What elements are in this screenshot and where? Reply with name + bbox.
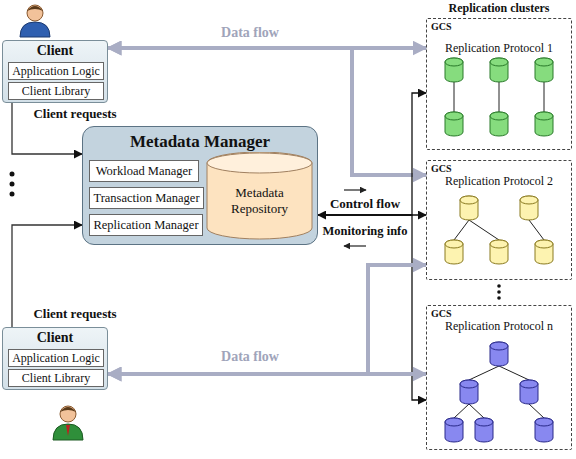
group-heading: Replication clusters [447, 1, 552, 16]
database-cylinder [490, 342, 508, 366]
protocol-label: Replication Protocol 1 [427, 41, 571, 56]
database-cylinder [475, 418, 493, 442]
database-cylinder [445, 58, 463, 82]
component-box: Workload Manager [89, 160, 199, 182]
database-cylinder [460, 380, 478, 404]
replica-link [529, 404, 544, 418]
gcs-label: GCS [431, 21, 452, 32]
replica-databases [445, 58, 553, 442]
replica-link [469, 404, 484, 418]
control-flow-arrow [318, 93, 426, 215]
database-cylinder [520, 196, 538, 220]
component-box: Application Logic [8, 349, 104, 367]
client-box: ClientApplication LogicClient Library [2, 327, 108, 390]
database-cylinder [460, 196, 478, 220]
database-cylinder [445, 240, 463, 264]
replica-link [499, 366, 529, 380]
component-box: Transaction Manager [89, 187, 204, 209]
database-cylinder [535, 418, 553, 442]
database-cylinder [445, 112, 463, 136]
user-icon [53, 406, 83, 440]
cluster-box: GCS Replication Protocol 1 [426, 18, 572, 150]
box-label: Application Logic [12, 64, 100, 79]
box-label: Application Logic [12, 351, 100, 366]
manager-box: Metadata ManagerWorkload ManagerTransact… [82, 126, 318, 245]
database-cylinder [520, 380, 538, 404]
user-icon [20, 5, 50, 37]
protocol-label: Replication Protocol n [427, 319, 571, 334]
database-cylinder [535, 58, 553, 82]
replica-link [469, 220, 499, 240]
component-box: Client Library [8, 82, 104, 100]
edge-label: Control flow [328, 196, 402, 212]
box-title: Client [3, 43, 107, 59]
replica-link [499, 82, 500, 112]
database-cylinder [535, 240, 553, 264]
box-label: Transaction Manager [93, 191, 199, 206]
gcs-label: GCS [431, 308, 452, 319]
cluster-box: GCSReplication Protocol 2 [426, 160, 572, 280]
database-cylinder [535, 112, 553, 136]
edge-label: Client requests [31, 306, 118, 322]
replica-link [454, 82, 455, 112]
edge-label: Client requests [31, 106, 118, 122]
edge-label: Data flow [219, 349, 281, 365]
gcs-label: GCS [431, 163, 452, 174]
database-cylinder [445, 418, 463, 442]
data-flow-arrow [108, 265, 426, 374]
box-label: Metadata Repository [218, 186, 302, 217]
component-box: Replication Manager [89, 214, 203, 236]
client-box: ClientApplication LogicClient Library [2, 40, 108, 103]
component-box: Client Library [8, 369, 104, 387]
replica-link [469, 366, 499, 380]
box-label: Client Library [22, 371, 90, 386]
replica-link [454, 404, 469, 418]
database-cylinder [490, 240, 508, 264]
database-cylinder [490, 112, 508, 136]
replica-link [529, 220, 544, 240]
database-cylinder [490, 58, 508, 82]
component-box: Application Logic [8, 62, 104, 80]
flow-label: Monitoring info [320, 224, 409, 239]
protocol-label: Replication Protocol 2 [427, 174, 571, 189]
repository-cylinder: Metadata Repository [206, 152, 313, 240]
edge-label: Data flow [219, 25, 281, 41]
box-title: Client [3, 330, 107, 346]
box-title: Metadata Manager [83, 132, 317, 152]
replica-link [544, 82, 545, 112]
box-label: Workload Manager [96, 164, 193, 179]
cluster-box: GCSReplication Protocol n [426, 305, 572, 450]
box-label: Client Library [22, 84, 90, 99]
box-label: Replication Manager [93, 218, 198, 233]
replica-link [454, 220, 469, 240]
